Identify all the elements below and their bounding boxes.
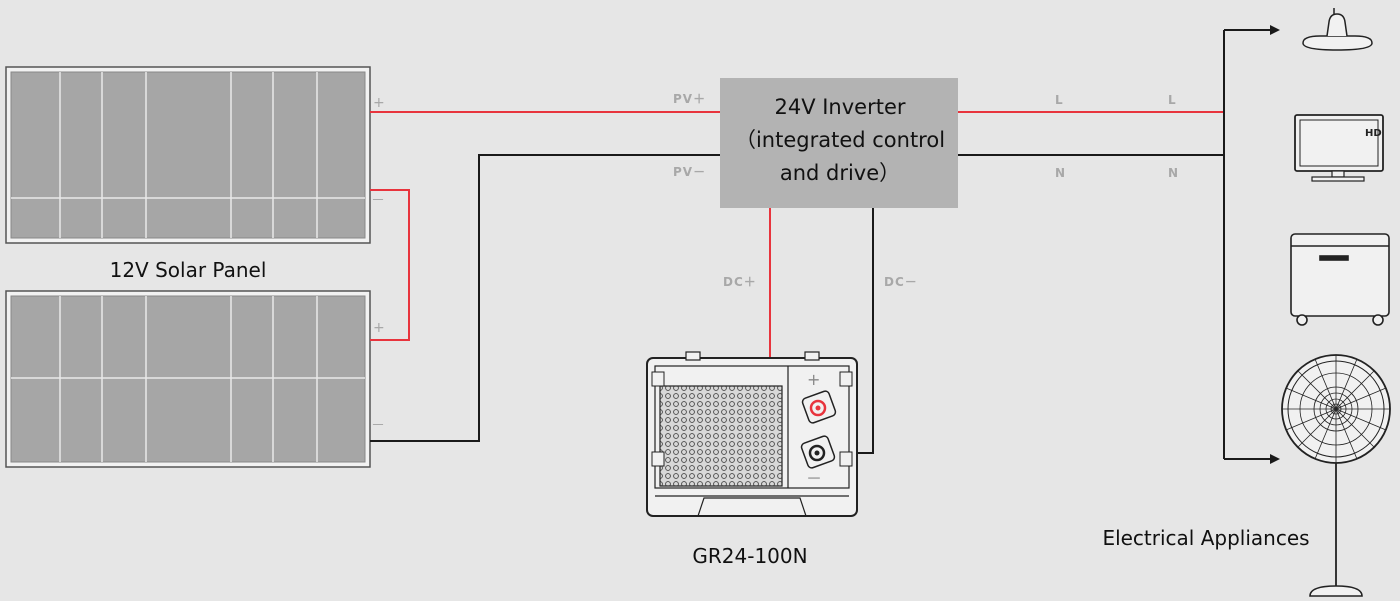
battery-minus-label: － [806, 469, 822, 488]
l-label-1: L [1055, 93, 1064, 107]
inverter-title: 24V Inverter [774, 95, 905, 119]
panel2-minus-label: － [371, 418, 386, 434]
panel1-minus-label: － [371, 193, 386, 209]
arrow-top [1270, 25, 1280, 35]
arrow-bottom [1270, 454, 1280, 464]
panel2-plus-label: + [373, 320, 386, 336]
l-label-2: L [1168, 93, 1177, 107]
tv-icon: HD [1294, 114, 1384, 182]
inverter-box: 24V Inverter （integrated control and dri… [720, 78, 958, 208]
pv-minus-wire [370, 154, 720, 442]
freezer-icon [1290, 233, 1390, 326]
n-label-2: N [1168, 166, 1179, 180]
n-label-1: N [1055, 166, 1066, 180]
battery-unit [646, 351, 858, 517]
solar-panel-bottom [5, 290, 371, 468]
battery-label: GR24-100N [692, 544, 807, 568]
pv-plus-label: PV＋ [673, 92, 706, 106]
appliances-label: Electrical Appliances [1102, 526, 1309, 550]
tv-hd-badge: HD [1365, 128, 1382, 139]
solar-panel-label: 12V Solar Panel [110, 258, 267, 282]
panel1-plus-label: + [373, 95, 386, 111]
lamp-icon [1302, 8, 1373, 51]
solar-panel-top [5, 66, 371, 244]
series-jumper-wire [370, 189, 410, 341]
inverter-subtitle-2: and drive） [780, 161, 900, 185]
inverter-subtitle-1: （integrated control [735, 128, 945, 152]
dc-minus-label: DC－ [884, 275, 918, 289]
battery-plus-label: + [807, 370, 820, 389]
dc-plus-label: DC＋ [723, 275, 757, 289]
pv-minus-label: PV－ [673, 165, 706, 179]
fan-icon [1281, 354, 1391, 597]
